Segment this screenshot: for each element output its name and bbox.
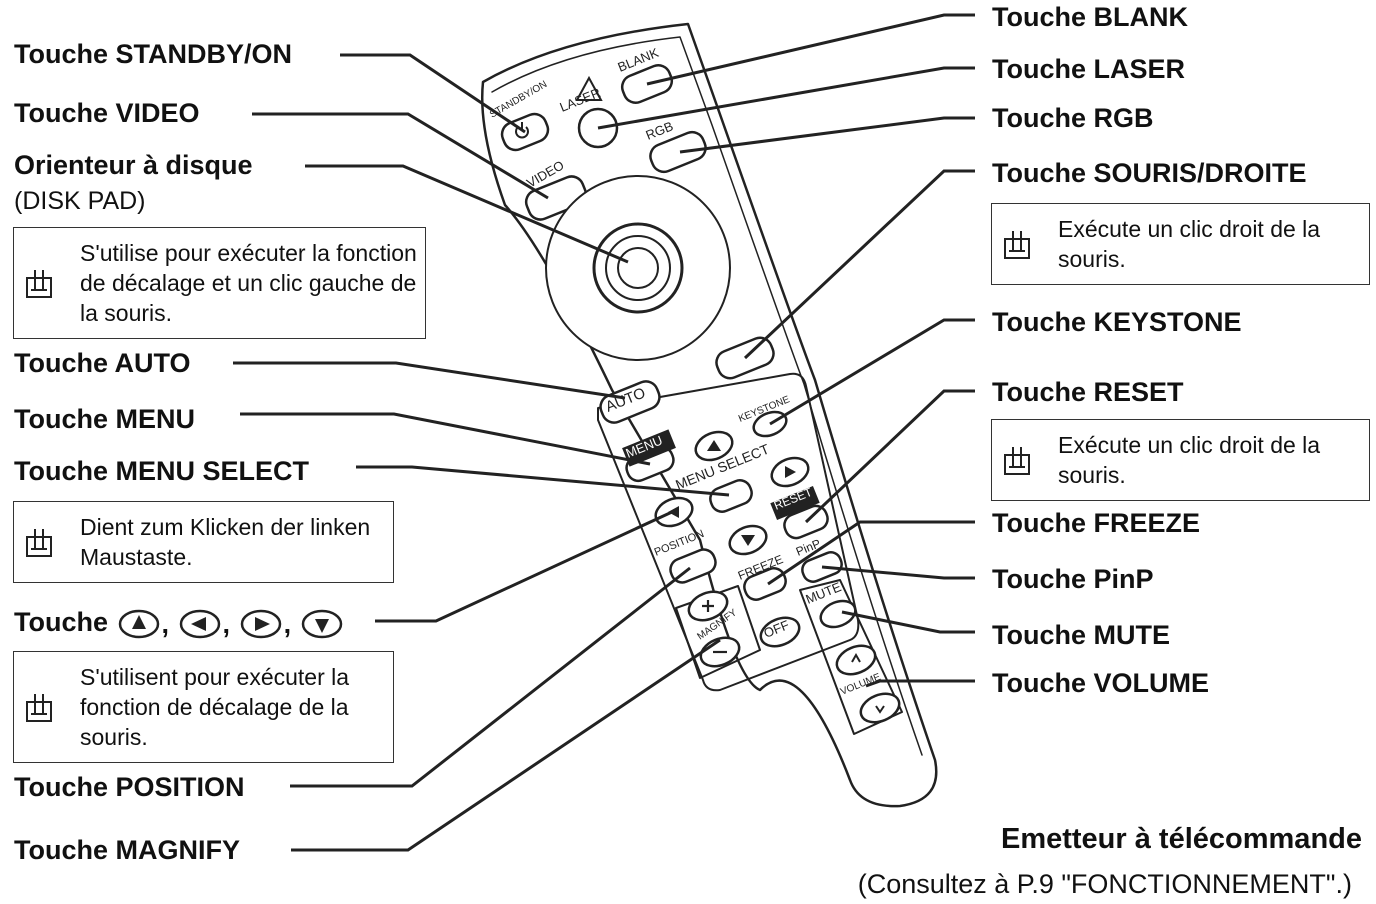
- label-volume: Touche VOLUME: [992, 668, 1210, 698]
- label-disk-pad: Orienteur à disque: [14, 150, 253, 180]
- label-rgb: Touche RGB: [992, 103, 1154, 133]
- label-magnify: Touche MAGNIFY: [14, 835, 240, 865]
- caption-title: Emetteur à télécommande: [1000, 823, 1362, 855]
- triangle-right-icon: [240, 609, 281, 639]
- leader-disk-pad: [305, 164, 629, 264]
- remote-video-button: [524, 175, 588, 221]
- caption-sub: (Consultez à P.9 "FONCTIONNEMENT".): [857, 869, 1352, 899]
- note-menu-select: Dient zum Klicken der linken Maustaste.: [13, 501, 394, 583]
- leader-volume: [865, 679, 975, 688]
- remote-laser-button: [577, 107, 619, 149]
- mouse-icon: [1004, 447, 1030, 475]
- leader-position: [290, 566, 691, 788]
- leader-souris-droite: [743, 169, 975, 360]
- remote-off-button: [759, 616, 801, 648]
- leader-arrows: [375, 510, 673, 623]
- label-pinp: Touche PinP: [992, 564, 1154, 594]
- mouse-icon: [1004, 231, 1030, 259]
- leader-blank: [646, 13, 975, 86]
- label-arrows-sep-2: ,: [222, 608, 231, 639]
- leader-mute: [841, 610, 975, 634]
- remote-auto-button: [599, 380, 661, 424]
- note-arrows-text: S'utilisent pour exécuter la fonction de…: [80, 664, 350, 750]
- leader-laser: [597, 66, 975, 130]
- leader-freeze: [767, 520, 975, 586]
- label-video: Touche VIDEO: [14, 98, 200, 128]
- label-arrows-prefix: Touche: [14, 607, 108, 637]
- mouse-icon: [26, 270, 52, 298]
- note-reset-text: Exécute un clic droit de la souris.: [1058, 432, 1321, 488]
- note-souris-droite-text: Exécute un clic droit de la souris.: [1058, 216, 1321, 272]
- remote-volume-down-button: [859, 692, 901, 724]
- note-menu-select-text: Dient zum Klicken der linken Maustaste.: [80, 514, 371, 570]
- note-arrows: S'utilisent pour exécuter la fonction de…: [13, 651, 394, 763]
- leader-standby: [340, 53, 526, 134]
- leader-magnify: [291, 638, 721, 852]
- remote-freeze-button: [743, 567, 787, 601]
- note-reset: Exécute un clic droit de la souris.: [991, 419, 1370, 501]
- mouse-icon: [26, 529, 52, 557]
- leader-auto: [233, 361, 626, 400]
- mouse-icon: [26, 694, 52, 722]
- leader-menu-select: [356, 465, 730, 497]
- remote-body-inner: [491, 36, 923, 756]
- label-arrows: Touche , , ,: [14, 607, 345, 639]
- label-keystone: Touche KEYSTONE: [992, 307, 1242, 337]
- remote-text-volume: VOLUME: [839, 672, 883, 698]
- leader-menu: [240, 412, 651, 466]
- leader-keystone: [769, 318, 975, 426]
- control-panel: [597, 372, 860, 692]
- label-reset: Touche RESET: [992, 377, 1184, 407]
- label-arrows-sep-1: ,: [161, 608, 170, 639]
- remote-mute-button: [819, 599, 857, 629]
- note-disk-pad-text: S'utilise pour exécuter la fonction de d…: [80, 240, 417, 326]
- label-disk-pad-sub: (DISK PAD): [14, 187, 146, 215]
- label-standby: Touche STANDBY/ON: [14, 39, 293, 69]
- triangle-left-icon: [179, 609, 220, 639]
- leader-pinp: [821, 565, 975, 580]
- triangle-down-icon: [301, 609, 342, 639]
- leader-rgb: [679, 116, 975, 154]
- note-souris-droite: Exécute un clic droit de la souris.: [991, 203, 1370, 285]
- label-menu: Touche MENU: [14, 404, 195, 434]
- remote-menu-select-button: [709, 479, 753, 513]
- triangle-up-icon: [118, 609, 159, 639]
- label-arrows-sep-3: ,: [283, 608, 292, 639]
- label-laser: Touche LASER: [992, 54, 1186, 84]
- remote-volume-up-button: [835, 644, 877, 676]
- label-souris-droite: Touche SOURIS/DROITE: [992, 158, 1307, 188]
- label-freeze: Touche FREEZE: [992, 508, 1201, 538]
- laser-icon: [575, 75, 603, 101]
- note-disk-pad: S'utilise pour exécuter la fonction de d…: [13, 227, 426, 339]
- remote-rgb-button: [649, 130, 707, 174]
- label-mute: Touche MUTE: [992, 620, 1170, 650]
- leader-video: [252, 112, 549, 200]
- volume-panel: [799, 579, 903, 735]
- label-auto: Touche AUTO: [14, 348, 191, 378]
- label-menu-select: Touche MENU SELECT: [14, 456, 310, 486]
- label-position: Touche POSITION: [14, 772, 245, 802]
- label-blank: Touche BLANK: [992, 2, 1188, 32]
- leader-reset: [804, 389, 975, 524]
